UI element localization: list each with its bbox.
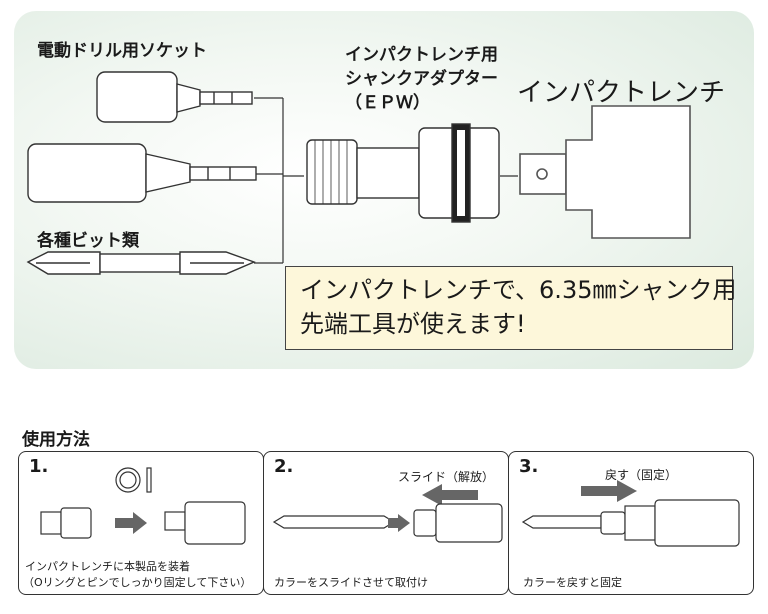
label-adapter-line1: インパクトレンチ用 [345, 45, 498, 65]
impact-wrench-image [519, 105, 691, 239]
label-electric-drill-socket: 電動ドリル用ソケット [37, 41, 207, 61]
callout-line2: 先端工具が使えます! [300, 310, 526, 338]
step-2-caption: カラーをスライドさせて取付け [274, 576, 428, 589]
callout-line1: インパクトレンチで、6.35㎜シャンク用 [300, 276, 737, 304]
label-adapter-line2: シャンクアダプター [345, 69, 498, 89]
step-2-arrow-label: スライド（解放） [398, 470, 495, 484]
label-impact-wrench: インパクトレンチ [517, 78, 726, 108]
step-number: 3. [519, 456, 539, 477]
usage-section-title: 使用方法 [22, 430, 90, 450]
step-3-caption: カラーを戻すと固定 [523, 576, 622, 589]
long-socket-image [27, 143, 257, 203]
double-ended-bit-image [26, 251, 256, 275]
adapter-image [306, 123, 500, 223]
step-3-card: 3. 戻す（固定） カラーを戻すと固定 [508, 451, 754, 595]
step-2-card: 2. スライド（解放） カラーをスライドさせて取付け [263, 451, 509, 595]
step-1-card: 1. インパクトレンチに本製品を装着 （Oリングとピンでしっかり固定して下さい） [18, 451, 264, 595]
step-3-illustration [521, 480, 740, 547]
label-various-bits: 各種ビット類 [37, 231, 139, 251]
callout-box: インパクトレンチで、6.35㎜シャンク用 先端工具が使えます! [285, 266, 737, 350]
step-1-illustration [40, 467, 246, 545]
step-1-caption-line1: インパクトレンチに本製品を装着 [25, 560, 190, 573]
connector-lines [254, 97, 518, 264]
step-number: 1. [29, 456, 49, 477]
step-1-caption-line2: （Oリングとピンでしっかり固定して下さい） [23, 576, 252, 589]
step-2-illustration [272, 484, 503, 543]
step-number: 2. [274, 456, 294, 477]
short-socket-image [96, 71, 253, 123]
step-3-arrow-label: 戻す（固定） [605, 468, 678, 482]
label-adapter-line3: （ＥＰＷ） [345, 93, 430, 113]
